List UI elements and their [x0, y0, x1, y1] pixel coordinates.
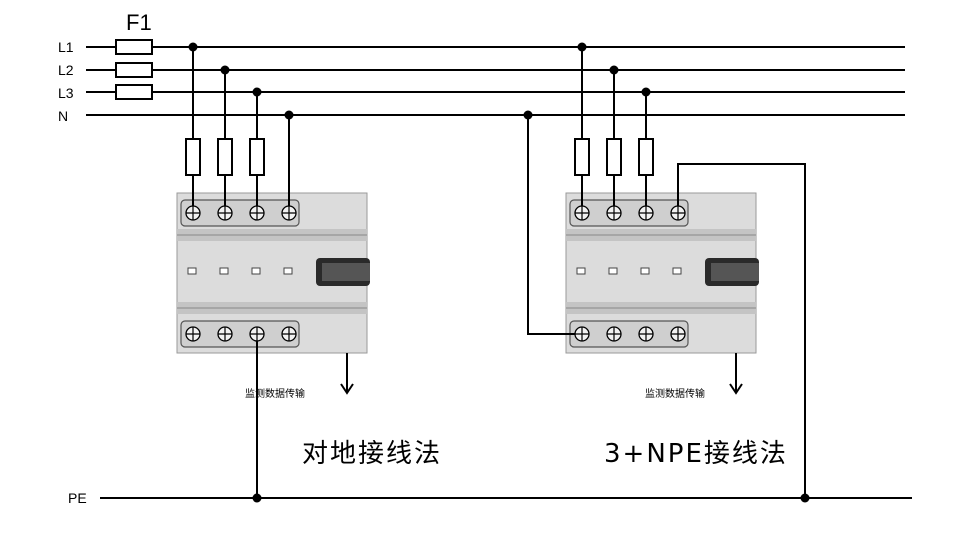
right-fuse-l1 — [574, 138, 590, 176]
main-fuse-l1 — [115, 39, 153, 55]
right-indicators — [576, 267, 682, 275]
main-fuse-l3 — [115, 84, 153, 100]
left-fuse-l3 — [249, 138, 265, 176]
label-l3: L3 — [58, 85, 74, 101]
left-device-window-inner — [322, 263, 370, 281]
label-l2: L2 — [58, 62, 74, 78]
left-caption: 对地接线法 — [302, 439, 442, 469]
main-fuses — [115, 39, 153, 100]
main-fuse-l2 — [115, 62, 153, 78]
left-indicators — [187, 267, 293, 275]
branch-fuses — [185, 138, 654, 176]
right-fuse-l3 — [638, 138, 654, 176]
screw-crosses — [186, 206, 685, 341]
left-fuse-l1 — [185, 138, 201, 176]
fuse-label: F1 — [126, 10, 152, 35]
right-output-label: 监测数据传输 — [645, 387, 705, 400]
junction-dots — [188, 42, 810, 503]
left-device — [176, 192, 370, 354]
left-terminal-strip-bottom — [180, 320, 300, 348]
left-terminal-strip-top — [180, 199, 300, 227]
right-device — [565, 192, 759, 354]
right-caption: 3+NPE接线法 — [604, 439, 788, 469]
left-fuse-l2 — [217, 138, 233, 176]
right-terminal-strip-top — [569, 199, 689, 227]
label-n: N — [58, 108, 68, 124]
left-output-label: 监测数据传输 — [245, 387, 305, 400]
label-pe: PE — [68, 490, 87, 506]
output-arrows — [340, 353, 743, 395]
right-device-window-inner — [711, 263, 759, 281]
right-fuse-l2 — [606, 138, 622, 176]
label-l1: L1 — [58, 39, 74, 55]
